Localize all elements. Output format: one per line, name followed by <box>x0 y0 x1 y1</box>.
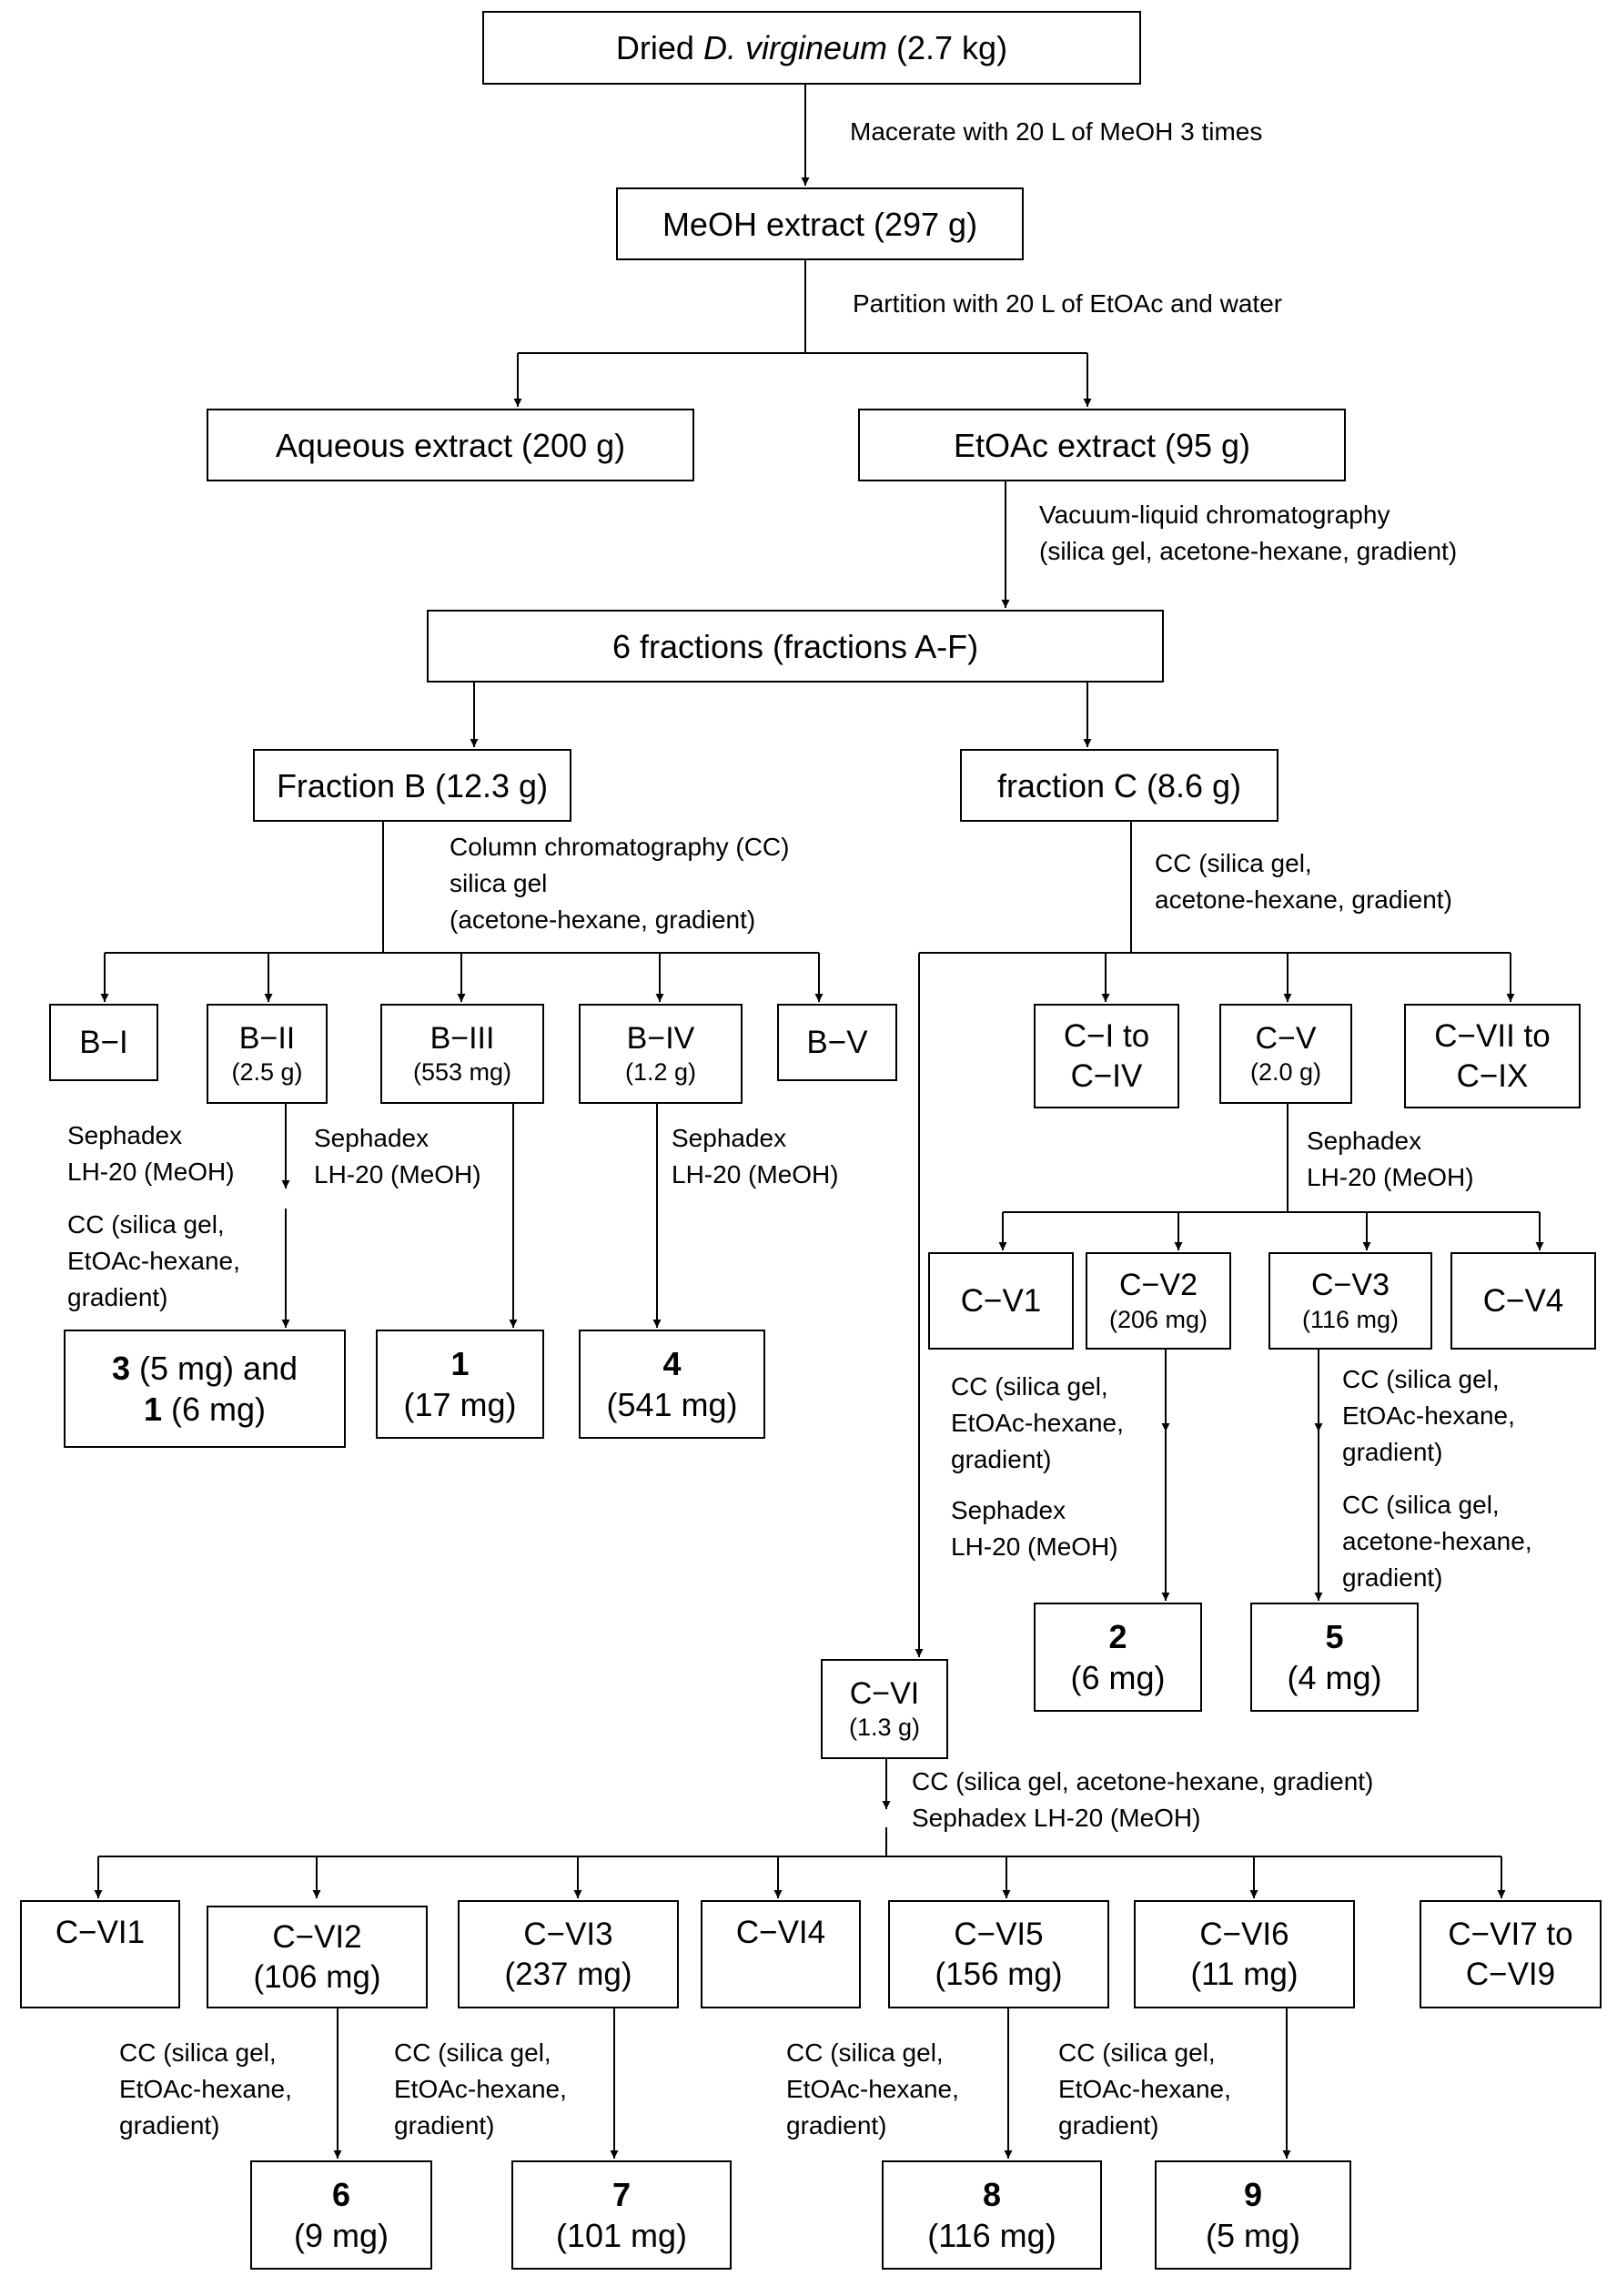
product-1-box: 1 (17 mg) <box>376 1330 544 1439</box>
subfraction-c-v: C−V (2.0 g) <box>1219 1004 1352 1104</box>
subfraction-c-vi4: C−VI4 <box>701 1900 861 2008</box>
product-3-and-1-box: 3 (5 mg) and 1 (6 mg) <box>64 1330 346 1448</box>
step-cc-c-vi-label: CC (silica gel, acetone-hexane, gradient… <box>912 1767 1374 1832</box>
step-cc-c-v3a-label: CC (silica gel,EtOAc-hexane,gradient) <box>1342 1365 1515 1466</box>
step-cc-b-label: Column chromatography (CC)silica gel(ace… <box>450 833 790 934</box>
subfraction-b-i: B−I <box>49 1004 158 1081</box>
step-partition-label: Partition with 20 L of EtOAc and water <box>853 289 1283 318</box>
fraction-b-box: Fraction B (12.3 g) <box>253 749 571 822</box>
subfraction-b-ii: B−II (2.5 g) <box>207 1004 328 1104</box>
fractions-box: 6 fractions (fractions A-F) <box>427 610 1164 683</box>
step-vlc-label: Vacuum-liquid chromatography(silica gel,… <box>1039 501 1458 565</box>
step-macerate-label: Macerate with 20 L of MeOH 3 times <box>850 117 1263 146</box>
subfraction-c-vi3: C−VI3 (237 mg) <box>458 1900 679 2008</box>
meoh-extract-box: MeOH extract (297 g) <box>616 187 1024 260</box>
step-cc-c-v3b-label: CC (silica gel,acetone-hexane,gradient) <box>1342 1491 1532 1592</box>
step-cc-c-vi6-label: CC (silica gel,EtOAc-hexane,gradient) <box>1058 2038 1231 2139</box>
product-8-box: 8 (116 mg) <box>882 2160 1102 2270</box>
product-4-box: 4 (541 mg) <box>579 1330 765 1439</box>
product-6-box: 6 (9 mg) <box>250 2160 432 2270</box>
fraction-c-box: fraction C (8.6 g) <box>960 749 1278 822</box>
subfraction-c-v3: C−V3 (116 mg) <box>1268 1252 1432 1350</box>
subfraction-c-vi7-to-vi9: C−VI7 to C−VI9 <box>1420 1900 1602 2008</box>
subfraction-b-iv: B−IV (1.2 g) <box>579 1004 743 1104</box>
subfraction-c-vi: C−VI (1.3 g) <box>821 1659 948 1759</box>
step-cc-c-vi3-label: CC (silica gel,EtOAc-hexane,gradient) <box>394 2038 567 2139</box>
subfraction-b-iii: B−III (553 mg) <box>380 1004 544 1104</box>
subfraction-c-vi2: C−VI2 (106 mg) <box>207 1906 428 2008</box>
step-cc-c-vi5-label: CC (silica gel,EtOAc-hexane,gradient) <box>786 2038 959 2139</box>
subfraction-c-i-to-iv: C−I to C−IV <box>1034 1004 1179 1108</box>
subfraction-b-v: B−V <box>777 1004 897 1081</box>
subfraction-c-v4: C−V4 <box>1450 1252 1596 1350</box>
product-2-box: 2 (6 mg) <box>1034 1603 1202 1712</box>
product-9-box: 9 (5 mg) <box>1155 2160 1351 2270</box>
step-cc-c-v2-label: CC (silica gel,EtOAc-hexane,gradient) <box>951 1372 1124 1473</box>
subfraction-c-v2: C−V2 (206 mg) <box>1086 1252 1231 1350</box>
subfraction-c-vi5: C−VI5 (156 mg) <box>888 1900 1109 2008</box>
subfraction-c-v1: C−V1 <box>928 1252 1074 1350</box>
step-cc-b-ii-label: CC (silica gel,EtOAc-hexane,gradient) <box>67 1210 240 1311</box>
step-cc-c-label: CC (silica gel,acetone-hexane, gradient) <box>1155 849 1452 914</box>
product-5-box: 5 (4 mg) <box>1250 1603 1419 1712</box>
product-7-box: 7 (101 mg) <box>511 2160 732 2270</box>
subfraction-c-vii-to-ix: C−VII to C−IX <box>1404 1004 1581 1108</box>
dried-material-box: Dried D. virgineum (2.7 kg) <box>482 11 1141 85</box>
aqueous-extract-box: Aqueous extract (200 g) <box>207 409 694 481</box>
subfraction-c-vi6: C−VI6 (11 mg) <box>1134 1900 1355 2008</box>
subfraction-c-vi1: C−VI1 <box>20 1900 180 2008</box>
step-cc-c-vi2-label: CC (silica gel,EtOAc-hexane,gradient) <box>119 2038 292 2139</box>
etoac-extract-box: EtOAc extract (95 g) <box>858 409 1346 481</box>
